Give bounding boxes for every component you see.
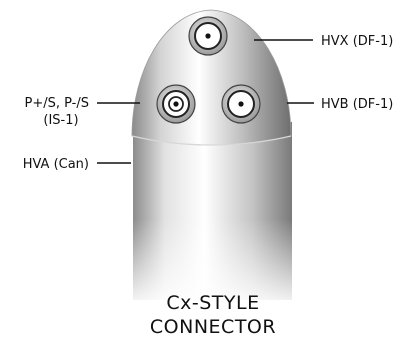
connector-body [128,122,298,310]
diagram-title-line2: CONNECTOR [150,316,276,338]
hvb-port [221,84,261,124]
pace-sense-label-line1: P+/S, P-/S [24,96,89,111]
pace-sense-port [156,84,196,124]
hvb-label: HVB (DF-1) [321,97,393,112]
pace-sense-label-line2: (IS-1) [43,113,78,128]
hva-label: HVA (Can) [23,157,89,172]
hvx-label: HVX (DF-1) [321,34,393,49]
diagram-title-line1: Cx-STYLE [166,292,259,314]
hvx-port [188,16,228,56]
